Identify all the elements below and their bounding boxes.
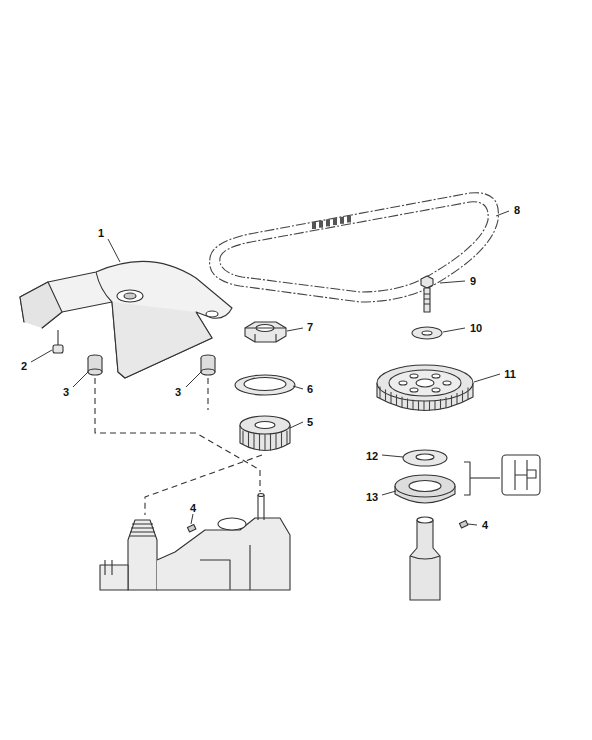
gear-hole [432,388,440,392]
pump-housing [100,494,290,591]
gear-tooth [429,401,430,411]
grommet [88,355,215,375]
pulley-tooth [248,432,249,447]
timing-belt [210,193,499,302]
gear-hole [410,388,418,392]
gear-tooth [418,401,419,411]
callout-number: 6 [307,384,313,395]
washer [412,327,442,339]
oil-seal [395,475,455,503]
belt-tooth [340,217,344,224]
gear-tooth [390,392,391,403]
gear-hole [443,381,451,385]
belt-teeth [312,216,351,230]
gear-tooth [412,400,413,410]
callout-number: 8 [514,205,520,216]
bolt [421,276,433,312]
callout-number: 4 [482,520,488,531]
gear-tooth [423,401,424,411]
gear-tooth [401,397,402,408]
gear-hole [399,381,407,385]
pulley-tooth [264,434,265,451]
pulley-tooth [259,434,260,451]
belt-cover [20,261,232,378]
gear-tooth [467,388,468,400]
gear-tooth [396,395,397,406]
washer [235,375,295,395]
gear-tooth [407,398,408,408]
callout-number: 10 [470,323,482,334]
callout-number: 5 [307,417,313,428]
gear-tooth [456,393,457,404]
belt-tooth [347,216,351,223]
pulley-tooth [275,433,276,449]
callout-number: 9 [470,276,476,287]
gear-tooth [462,390,463,401]
callout-number: 2 [21,361,27,372]
inset-bracket [464,455,540,495]
drive-pulley [240,416,290,451]
pulley-tooth [242,431,243,445]
pulley-tooth [281,432,282,447]
belt-tooth [326,219,330,226]
callout-number: 12 [366,451,378,462]
gear-tooth [379,387,380,399]
gear-shaft [410,517,440,600]
belt-tooth [333,218,337,225]
callout-number: 3 [175,387,181,398]
washer [403,450,447,466]
pulley-tooth [270,434,271,451]
callout-number: 1 [98,228,104,239]
gear-tooth [440,399,441,409]
driven-gear [377,365,473,411]
callout-number: 3 [63,387,69,398]
alignment-line [95,378,262,515]
gear-tooth [434,400,435,410]
callout-number: 4 [190,503,196,514]
hex-nut [245,322,286,342]
callout-number: 13 [366,492,378,503]
callout-number: 11 [504,369,516,380]
pulley-tooth [286,431,287,445]
belt-tooth [319,221,323,228]
gear-hole [410,374,418,378]
cover-screw [53,330,63,353]
pulley-tooth [253,433,254,449]
gear-tooth [445,397,446,407]
gear-tooth [385,389,386,400]
callout-number: 7 [307,322,313,333]
gear-hole [432,374,440,378]
leader-line [31,211,509,525]
belt-tooth [312,222,316,229]
gear-tooth [451,395,452,406]
